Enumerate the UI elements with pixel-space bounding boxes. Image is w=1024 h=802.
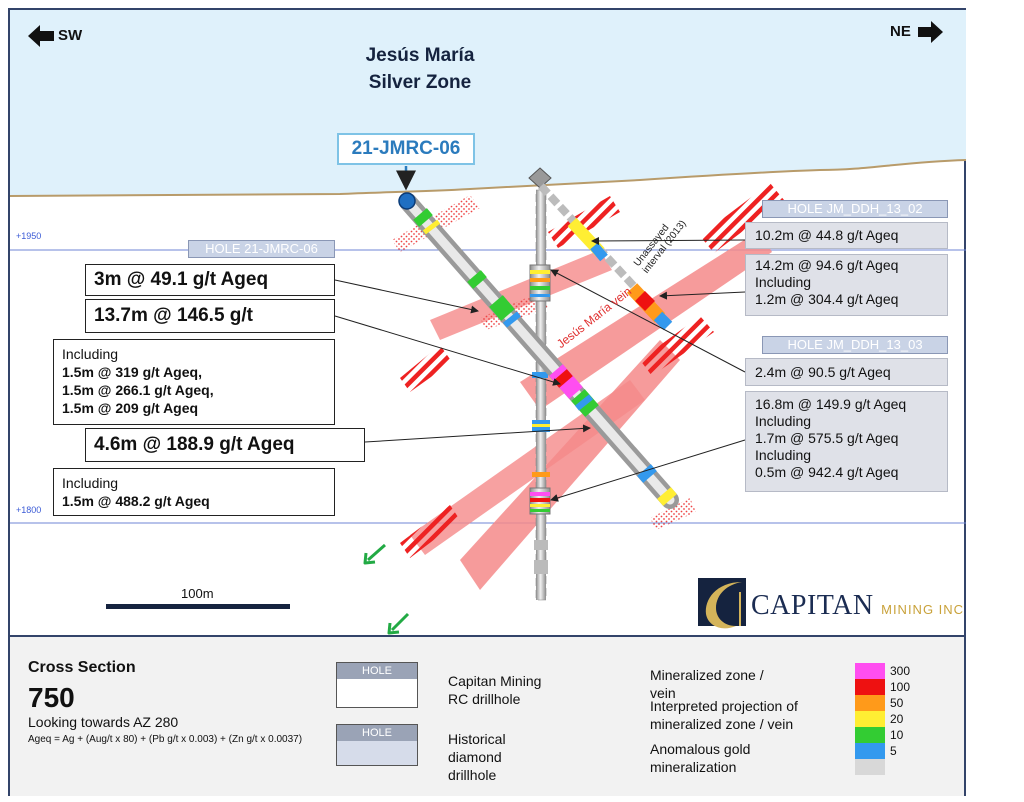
green-arrows bbox=[363, 543, 410, 635]
ne-arrow-icon bbox=[918, 21, 943, 43]
rc-collar-marker bbox=[398, 192, 416, 210]
mineralized-vein-deep bbox=[410, 380, 645, 555]
grade-swatch-3 bbox=[855, 711, 885, 727]
hole-label-ddh-13-03: HOLE JM_DDH_13_03 bbox=[762, 336, 948, 354]
right-interval-2-line-2: Including bbox=[755, 274, 812, 290]
left-leader-lines bbox=[334, 279, 591, 443]
right-interval-3: 2.4m @ 90.5 g/t Ageq bbox=[745, 358, 948, 386]
grade-swatch-6 bbox=[855, 759, 885, 775]
ground-surface bbox=[9, 159, 967, 197]
legend-mineralized-label: Mineralized zone / vein bbox=[650, 666, 764, 702]
grade-label-3: 20 bbox=[890, 712, 904, 726]
interval-3-including: Including bbox=[62, 346, 119, 362]
legend-anomalous-label: Anomalous gold mineralization bbox=[650, 740, 750, 776]
logo-sub: MINING INC bbox=[881, 602, 965, 617]
interval-5-including: Including bbox=[62, 475, 119, 491]
legend-rc-label: Capitan Mining RC drillhole bbox=[448, 672, 541, 708]
title-line-1: Jesús María bbox=[365, 45, 475, 66]
grade-label-0: 300 bbox=[890, 664, 911, 678]
legend-rc-line-2: RC drillhole bbox=[448, 691, 521, 707]
hole-label-21-jmrc-06: HOLE 21-JMRC-06 bbox=[188, 240, 335, 258]
interval-3-line-2: 1.5m @ 266.1 g/t Ageq, bbox=[62, 382, 214, 398]
legend-hole-header-rc: HOLE bbox=[337, 663, 417, 679]
direction-ne: NE bbox=[890, 23, 911, 40]
grade-swatch-4 bbox=[855, 727, 885, 743]
mineralized-vein-upper bbox=[430, 250, 612, 340]
legend-interpreted-line-1: Interpreted projection of bbox=[650, 698, 798, 714]
legend-interpreted-label: Interpreted projection of mineralized zo… bbox=[650, 697, 798, 733]
historical-drillhole-13-02 bbox=[538, 183, 673, 331]
historical-drillhole-vertical bbox=[529, 189, 551, 601]
legend-formula: Ageq = Ag + (Aug/t x 80) + (Pb g/t x 0.0… bbox=[28, 734, 303, 745]
interpreted-projection-1 bbox=[548, 196, 620, 248]
legend-looking: Looking towards AZ 280 bbox=[28, 714, 179, 730]
interpreted-projection-5 bbox=[400, 505, 460, 558]
capitan-logo: CAPITAN MINING INC bbox=[751, 590, 964, 622]
right-interval-4-line-1: 16.8m @ 149.9 g/t Ageq bbox=[755, 396, 907, 412]
scale-bar bbox=[106, 604, 290, 609]
elevation-label-1950: +1950 bbox=[16, 231, 42, 241]
scale-label: 100m bbox=[181, 586, 214, 601]
legend-historical-line-1: Historical bbox=[448, 731, 506, 747]
right-interval-2-line-3: 1.2m @ 304.4 g/t Ageq bbox=[755, 291, 899, 307]
title-line-2: Silver Zone bbox=[368, 72, 472, 93]
interval-box-5: Including 1.5m @ 488.2 g/t Ageq bbox=[53, 468, 335, 516]
sw-arrow-icon bbox=[28, 25, 54, 47]
grade-swatch-2 bbox=[855, 695, 885, 711]
grade-label-5: 5 bbox=[890, 744, 897, 758]
legend-mineralized-line-1: Mineralized zone / bbox=[650, 667, 764, 683]
interval-box-1: 3m @ 49.1 g/t Ageq bbox=[85, 264, 335, 296]
right-interval-4-line-5: 0.5m @ 942.4 g/t Ageq bbox=[755, 464, 899, 480]
legend-hole-box-historical: HOLE bbox=[336, 724, 418, 766]
legend-anomalous-line-2: mineralization bbox=[650, 759, 737, 775]
legend-section-number: 750 bbox=[28, 682, 75, 713]
interval-box-2: 13.7m @ 146.5 g/t bbox=[85, 299, 335, 333]
interval-3-line-3: 1.5m @ 209 g/t Ageq bbox=[62, 400, 199, 416]
elevation-label-1800: +1800 bbox=[16, 505, 42, 515]
grade-swatch-0 bbox=[855, 663, 885, 679]
capitan-logo-mark bbox=[698, 578, 746, 629]
legend-mineralized-line-2: vein bbox=[650, 685, 676, 701]
right-interval-4-line-3: 1.7m @ 575.5 g/t Ageq bbox=[755, 430, 899, 446]
right-interval-4: 16.8m @ 149.9 g/t Ageq Including 1.7m @ … bbox=[745, 391, 948, 492]
right-interval-4-line-2: Including bbox=[755, 413, 812, 429]
legend-historical-line-3: drillhole bbox=[448, 767, 497, 783]
legend-historical-label: Historical diamond drillhole bbox=[448, 730, 506, 784]
grade-label-1: 100 bbox=[890, 680, 911, 694]
anomalous-gold-3 bbox=[650, 498, 696, 530]
grade-label-4: 10 bbox=[890, 728, 904, 742]
direction-sw: SW bbox=[58, 27, 83, 44]
interval-box-4: 4.6m @ 188.9 g/t Ageq bbox=[85, 428, 365, 462]
right-interval-2: 14.2m @ 94.6 g/t Ageq Including 1.2m @ 3… bbox=[745, 254, 948, 316]
right-leader-lines bbox=[550, 236, 746, 502]
grade-swatch-1 bbox=[855, 679, 885, 695]
grade-swatch-5 bbox=[855, 743, 885, 759]
legend-hole-header-historical: HOLE bbox=[337, 725, 417, 741]
legend-interpreted-line-2: mineralized zone / vein bbox=[650, 716, 794, 732]
legend-historical-line-2: diamond bbox=[448, 749, 502, 765]
right-interval-2-line-1: 14.2m @ 94.6 g/t Ageq bbox=[755, 257, 899, 273]
legend-cross-section: Cross Section bbox=[28, 659, 136, 676]
legend-rc-line-1: Capitan Mining bbox=[448, 673, 542, 689]
interval-3-line-1: 1.5m @ 319 g/t Ageq, bbox=[62, 364, 202, 380]
drillhole-callout: 21-JMRC-06 bbox=[337, 133, 475, 165]
interval-5-line: 1.5m @ 488.2 g/t Ageq bbox=[62, 493, 210, 509]
interpreted-projection-2 bbox=[400, 345, 452, 392]
rc-drillhole-21-jmrc-06 bbox=[399, 193, 679, 509]
grade-label-2: 50 bbox=[890, 696, 904, 710]
interpreted-projection-4 bbox=[640, 316, 714, 376]
interval-box-3: Including 1.5m @ 319 g/t Ageq, 1.5m @ 26… bbox=[53, 339, 335, 425]
legend-hole-box-rc: HOLE bbox=[336, 662, 418, 708]
logo-name: CAPITAN bbox=[751, 590, 874, 621]
hole-label-ddh-13-02: HOLE JM_DDH_13_02 bbox=[762, 200, 948, 218]
sky-area bbox=[10, 10, 966, 196]
legend-panel: Cross Section 750 Looking towards AZ 280… bbox=[10, 635, 964, 796]
right-interval-4-line-4: Including bbox=[755, 447, 812, 463]
right-interval-1: 10.2m @ 44.8 g/t Ageq bbox=[745, 222, 948, 249]
legend-anomalous-line-1: Anomalous gold bbox=[650, 741, 751, 757]
section-title: Jesús María Silver Zone bbox=[300, 42, 540, 96]
